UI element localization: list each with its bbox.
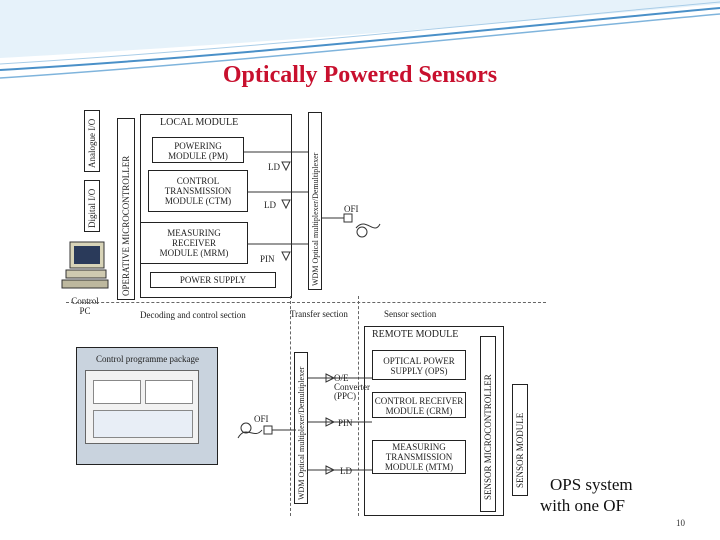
ctm-box [148, 170, 248, 212]
local-ofi-label: OFI [344, 204, 359, 214]
powering-module-box [152, 137, 244, 163]
powering-module-label: POWERING MODULE (PM) [168, 141, 228, 161]
sensor-module-box [512, 384, 528, 496]
ctm-line2: TRANSMISSION [164, 186, 232, 196]
ops-line2: SUPPLY (OPS) [390, 366, 448, 376]
decoding-section-label: Decoding and control section [140, 310, 246, 320]
remote-wdm-box [294, 352, 308, 504]
ops-box [372, 350, 466, 380]
header-swoosh [0, 0, 720, 79]
sensor-section-label: Sensor section [384, 309, 437, 319]
crm-line2: MODULE (CRM) [385, 406, 453, 416]
slide-title: Optically Powered Sensors [222, 62, 498, 88]
remote-pin-label: PIN [338, 418, 353, 428]
operative-microcontroller-label: OPERATIVE MICROCONTROLLER [121, 155, 131, 296]
transfer-section-label: Transfer section [290, 309, 348, 319]
local-ofi-icon [322, 213, 381, 238]
remote-wdm-label: WDM Optical multiplexer/Demultiplexer [297, 366, 306, 500]
mtm-line2: TRANSMISSION [385, 452, 453, 462]
sensor-module-label: SENSOR MODULE [515, 412, 525, 488]
page-number: 10 [676, 518, 685, 528]
ops-line1: OPTICAL POWER [383, 356, 455, 366]
operative-microcontroller-box [117, 118, 135, 300]
mrm-box [140, 222, 248, 264]
control-package-screenshot [76, 347, 218, 465]
section-divider [66, 302, 546, 303]
local-module-header: LOCAL MODULE [160, 117, 239, 128]
remote-ld-label: LD [340, 466, 352, 476]
ctm-line3: MODULE (CTM) [164, 196, 232, 206]
local-ld2-label: LD [264, 200, 276, 210]
mrm-line1: MEASURING [167, 228, 221, 238]
remote-ofi-label: OFI [254, 414, 269, 424]
analogue-io-label: Analogue I/O [87, 118, 97, 168]
remote-connections [308, 373, 372, 475]
analogue-io-box [84, 110, 100, 172]
section-divider-vertical-2 [358, 296, 359, 516]
control-package-frame [76, 347, 218, 465]
power-supply-box [150, 272, 276, 288]
digital-io-box [84, 180, 100, 232]
mtm-line1: MEASURING [392, 442, 446, 452]
computer-icon [61, 241, 109, 289]
control-pc-label: Control PC [71, 296, 99, 316]
mtm-box [372, 440, 466, 474]
mtm-line3: MODULE (MTM) [384, 462, 454, 472]
converter-line3: (PPC) [334, 391, 357, 401]
ctm-line1: CONTROL [176, 176, 220, 186]
local-wdm-box [308, 112, 322, 290]
converter-line2: Converter [334, 382, 370, 392]
sensor-microcontroller-box [480, 336, 496, 512]
caption-line1: OPS system [550, 475, 633, 494]
control-package-label: Control programme package [96, 354, 199, 364]
crm-box [372, 392, 466, 418]
mrm-line2: RECEIVER [172, 238, 216, 248]
crm-line1: CONTROL RECEIVER [374, 396, 464, 406]
power-supply-label: POWER SUPPLY [179, 275, 247, 285]
caption: OPS system with one OF [540, 474, 633, 516]
remote-ofi-icon [237, 422, 296, 439]
mrm-line3: MODULE (MRM) [159, 248, 229, 258]
local-connections [244, 151, 308, 262]
converter-line1: O/E [334, 373, 349, 383]
section-divider-vertical [290, 296, 291, 516]
remote-module-header: REMOTE MODULE [372, 329, 459, 340]
digital-io-label: Digital I/O [87, 188, 97, 228]
caption-line2: with one OF [540, 496, 625, 515]
local-pin-label: PIN [260, 254, 275, 264]
local-ld1-label: LD [268, 162, 280, 172]
sensor-microcontroller-label: SENSOR MICROCONTROLLER [483, 374, 493, 500]
